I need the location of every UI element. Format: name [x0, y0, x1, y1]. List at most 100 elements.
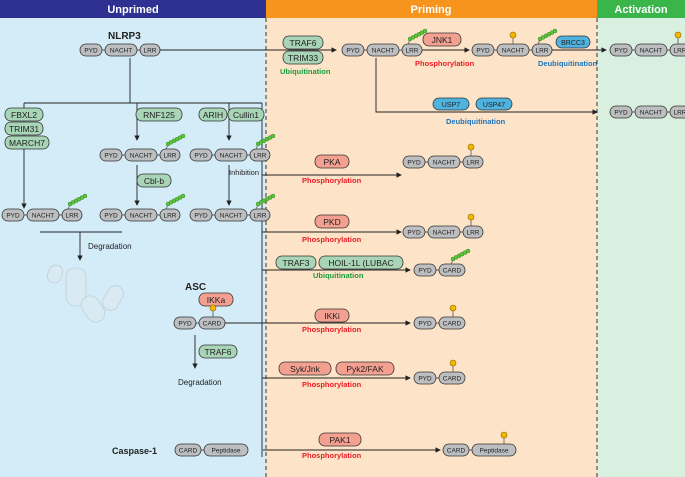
ubiquitin-chain-icon	[537, 28, 558, 42]
trim33-pill-label: TRIM33	[288, 53, 319, 63]
pkd-pill-label: PKD	[323, 217, 340, 227]
lrr-domain-label: LRR	[466, 160, 479, 167]
jnk1-pill: JNK1	[422, 32, 462, 47]
traf3-pill: TRAF3	[275, 255, 317, 270]
lrr-domain	[462, 155, 484, 169]
phosphorylation-label-jnk1: Phosphorylation	[415, 59, 475, 68]
card-domain	[438, 263, 466, 277]
lrr-domain	[401, 43, 423, 57]
pyd-domain-label: PYD	[194, 153, 208, 160]
traf6-asc-pill-label: TRAF6	[205, 347, 232, 357]
ubiquitin-chain-icon	[165, 133, 186, 147]
phosphate-icon	[467, 213, 475, 221]
ubiquitination-label-1: Ubiquitination	[280, 67, 331, 76]
sykjnk-pill: Syk/Jnk	[278, 361, 332, 376]
fbxl2-pill: FBXL2	[4, 107, 44, 122]
lrr-domain	[462, 225, 484, 239]
pyd-domain-label: PYD	[407, 230, 421, 237]
arih-pill-label: ARIH	[203, 110, 223, 120]
peptidase-domain-label: Peptidase	[480, 448, 509, 455]
unprimed-title: Unprimed	[107, 4, 158, 16]
pak1-pill: PAK1	[318, 432, 362, 447]
nacht-domain-label: NACHT	[640, 48, 662, 55]
phosphate-icon	[467, 143, 475, 151]
nlrp3-fbxl2-ubi: PYD NACHT LRR	[1, 193, 88, 222]
lrr-domain-label: LRR	[65, 213, 78, 220]
nacht-domain-label: NACHT	[502, 48, 524, 55]
ikka-pill-label: IKKa	[207, 295, 226, 305]
pyd-domain-label: PYD	[418, 321, 432, 328]
nacht-domain-label: NACHT	[640, 110, 662, 117]
ikki-pill-label: IKKi	[324, 311, 340, 321]
ubiquitin-chain-icon	[255, 193, 276, 207]
traf6-pill-label: TRAF6	[290, 38, 317, 48]
nacht-domain-label: NACHT	[372, 48, 394, 55]
lrr-domain-label: LRR	[405, 48, 418, 55]
lrr-domain	[159, 208, 181, 222]
phosphorylation-label-syk: Phosphorylation	[302, 380, 362, 389]
degraded-fragments	[46, 264, 124, 323]
nacht-domain-label: NACHT	[32, 213, 54, 220]
pak1-pill-label: PAK1	[329, 435, 350, 445]
pyd-domain-label: PYD	[194, 213, 208, 220]
nacht-domain-label: NACHT	[433, 230, 455, 237]
phosphorylation-label-pkd: Phosphorylation	[302, 235, 362, 244]
degradation-label-1: Degradation	[88, 242, 132, 251]
pyd-domain-label: PYD	[614, 48, 628, 55]
arrow-usp-to-activation	[375, 58, 598, 115]
deubiquitination-label-1: Deubiquitination	[538, 59, 598, 68]
pka-pill-label: PKA	[323, 157, 340, 167]
traf6-pill: TRAF6	[282, 35, 324, 50]
phosphorylation-label-pak1: Phosphorylation	[302, 451, 362, 460]
lrr-domain	[669, 43, 685, 57]
ubiquitination-label-2: Ubiquitination	[313, 271, 364, 280]
pyd-domain-label: PYD	[6, 213, 20, 220]
nacht-domain-label: NACHT	[220, 213, 242, 220]
nlrp3-pka-phos: PYD NACHT LRR	[402, 143, 484, 169]
phosphate-icon	[674, 31, 682, 39]
pyd-domain-label: PYD	[407, 160, 421, 167]
cullin1-pill-label: Cullin1	[233, 110, 259, 120]
ikki-pill: IKKi	[314, 308, 350, 323]
lrr-domain	[531, 43, 553, 57]
caspase1-label: Caspase-1	[112, 446, 157, 456]
priming-title: Priming	[411, 4, 452, 16]
card-domain-label: CARD	[179, 448, 198, 455]
trim31-pill: TRIM31	[4, 121, 44, 136]
march7-pill: MARCH7	[4, 135, 50, 150]
pyd-domain-label: PYD	[104, 213, 118, 220]
cblb-pill: Cbl-b	[136, 173, 172, 188]
ubiquitin-chain-icon	[67, 193, 88, 207]
fbxl2-pill-label: FBXL2	[11, 110, 37, 120]
lrr-domain	[249, 208, 271, 222]
lrr-domain	[249, 148, 271, 162]
march7-pill-label: MARCH7	[9, 138, 45, 148]
nacht-domain-label: NACHT	[433, 160, 455, 167]
lrr-domain-label: LRR	[535, 48, 548, 55]
arih-pill: ARIH	[198, 107, 228, 122]
ubiquitin-chain-icon	[407, 28, 428, 42]
activation-header	[597, 0, 685, 18]
usp7-pill: USP7	[432, 97, 470, 111]
usp47-pill: USP47	[475, 97, 513, 111]
lrr-domain-label: LRR	[163, 153, 176, 160]
phosphate-icon	[449, 359, 457, 367]
traf6-asc-pill: TRAF6	[198, 344, 238, 359]
phosphate-icon	[509, 31, 517, 39]
nacht-domain-label: NACHT	[130, 213, 152, 220]
hoil-pill: HOIL-1L (LUBAC	[318, 255, 404, 270]
priming-panel	[266, 18, 597, 477]
card-domain	[198, 316, 226, 330]
lrr-domain-label: LRR	[673, 110, 685, 117]
ikka-pill: IKKa	[198, 292, 234, 307]
sykjnk-pill-label: Syk/Jnk	[290, 364, 321, 374]
